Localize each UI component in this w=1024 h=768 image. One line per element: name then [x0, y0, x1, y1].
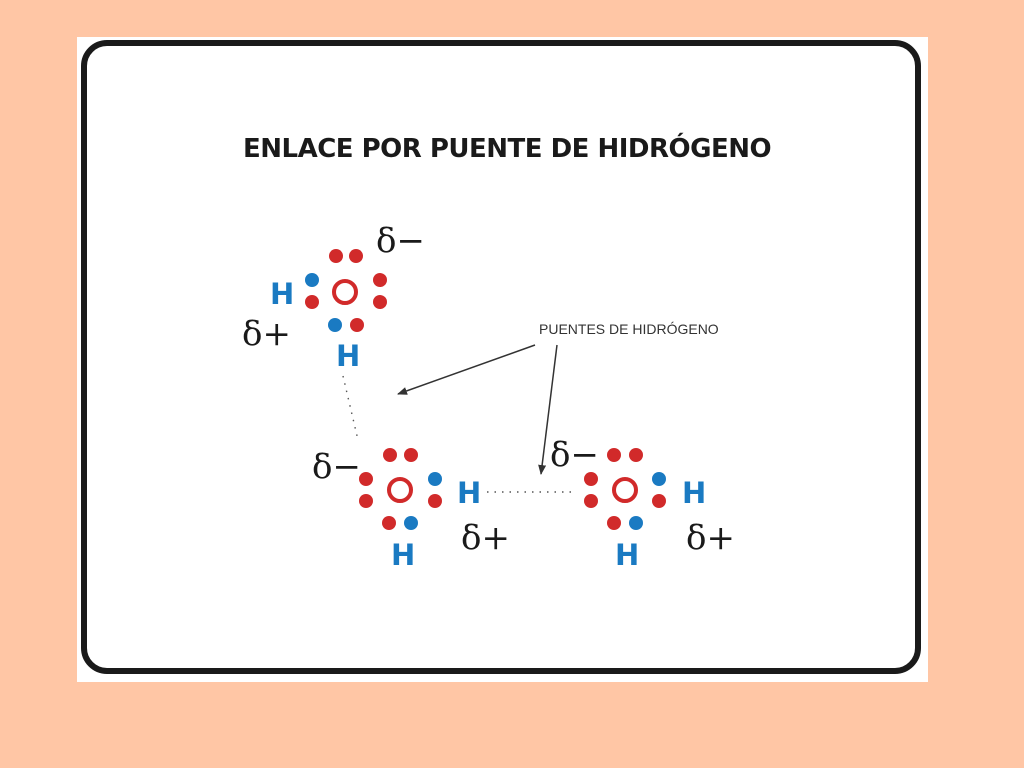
hydrogen-label: H: [270, 277, 294, 311]
callout-label: PUENTES DE HIDRÓGENO: [539, 321, 719, 337]
hydrogen-label: H: [682, 476, 706, 510]
electron: [404, 448, 418, 462]
electron: [373, 295, 387, 309]
hydrogen-electron: [305, 273, 319, 287]
partial-negative-charge: δ−: [312, 447, 361, 487]
hydrogen-electron: [428, 472, 442, 486]
hydrogen-electron: [404, 516, 418, 530]
hydrogen-bond-vertical: [342, 375, 359, 441]
electron: [428, 494, 442, 508]
hydrogen-electron: [652, 472, 666, 486]
callout-arrow-left: [397, 344, 536, 395]
water-molecule-3: H H δ− δ+: [550, 435, 735, 572]
electron: [383, 448, 397, 462]
hydrogen-electron: [328, 318, 342, 332]
callout-arrow-right: [538, 344, 558, 475]
electron: [584, 494, 598, 508]
partial-negative-charge: δ−: [550, 435, 599, 475]
electron: [350, 318, 364, 332]
hydrogen-label: H: [457, 476, 481, 510]
partial-positive-charge: δ+: [461, 518, 510, 558]
diagram-title: ENLACE POR PUENTE DE HIDRÓGENO: [243, 134, 772, 164]
partial-positive-charge: δ+: [686, 518, 735, 558]
partial-positive-charge: δ+: [242, 314, 291, 354]
electron: [382, 516, 396, 530]
electron: [349, 249, 363, 263]
oxygen-nucleus: [332, 279, 358, 305]
hydrogen-label: H: [391, 538, 415, 572]
electron: [305, 295, 319, 309]
hydrogen-label: H: [336, 339, 360, 373]
electron: [584, 472, 598, 486]
electron: [607, 448, 621, 462]
electron: [359, 472, 373, 486]
oxygen-nucleus: [612, 477, 638, 503]
electron: [359, 494, 373, 508]
electron: [373, 273, 387, 287]
electron: [607, 516, 621, 530]
partial-negative-charge: δ−: [376, 221, 425, 261]
oxygen-nucleus: [387, 477, 413, 503]
hydrogen-label: H: [615, 538, 639, 572]
electron: [629, 448, 643, 462]
water-molecule-2: H H δ− δ+: [312, 447, 510, 572]
hydrogen-electron: [629, 516, 643, 530]
electron: [329, 249, 343, 263]
water-molecule-1: H H δ− δ+: [242, 221, 425, 373]
electron: [652, 494, 666, 508]
